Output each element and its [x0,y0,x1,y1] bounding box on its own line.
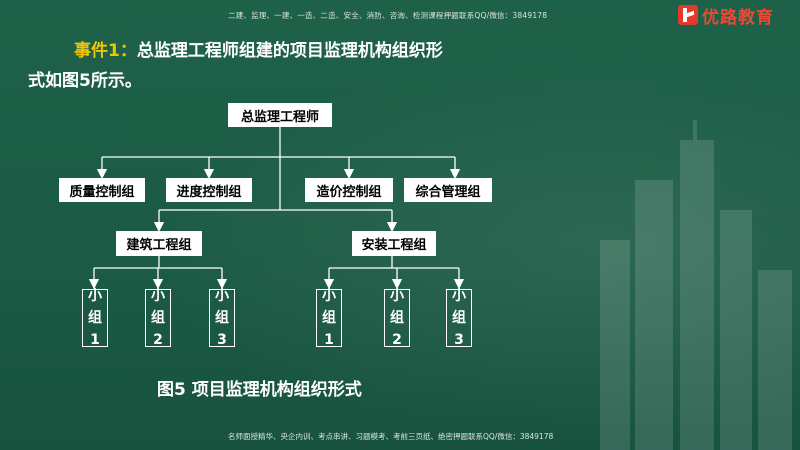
leaf-char-xiao: 小 [151,288,165,304]
bottom-banner: 名师面授精华、央企内训、考点串讲、习题模考、考前三页纸、绝密押题联系QQ/微信：… [228,432,554,441]
leaf-char-xiao: 小 [452,288,466,304]
event-text: 总监理工程师组建的项目监理机构组织形 [136,41,443,61]
leaf-number: 3 [217,332,227,348]
leaf-building-2: 小组 2 [145,288,171,348]
node-building-engineering: 建筑工程组 [116,231,202,256]
event-label: 事件1： [74,41,137,61]
leaf-char-xiao: 小 [215,288,229,304]
leaf-char-zu: 组 [452,310,466,326]
leaf-char-xiao: 小 [390,288,404,304]
leaf-number: 3 [454,332,464,348]
node-general-management: 综合管理组 [404,178,492,202]
leaf-char-zu: 组 [88,310,102,326]
node-quality-control: 质量控制组 [59,178,145,202]
logo-icon [678,5,698,25]
event-text-cont: 式如图5所示。 [28,71,142,91]
event-heading: 事件1：总监理工程师组建的项目监理机构组织形 式如图5所示。 [28,36,528,96]
leaf-installation-3: 小组 3 [446,288,472,348]
brand-logo: 优路教育 [678,2,800,28]
node-root: 总监理工程师 [228,103,332,127]
leaf-installation-2: 小组 2 [384,288,410,348]
leaf-char-zu: 组 [390,310,404,326]
leaf-char-zu: 组 [322,310,336,326]
leaf-number: 2 [392,332,402,348]
logo-text: 优路教育 [702,7,774,28]
leaf-number: 1 [324,332,334,348]
leaf-building-1: 小组 1 [82,288,108,348]
leaf-number: 2 [153,332,163,348]
top-banner: 二建、监理、一建、一造、二造、安全、消防、咨询、检测课程押题联系QQ/微信：38… [228,11,548,20]
node-cost-control: 造价控制组 [305,178,393,202]
leaf-char-zu: 组 [215,310,229,326]
figure-caption: 图5 项目监理机构组织形式 [157,380,362,400]
leaf-char-xiao: 小 [322,288,336,304]
leaf-number: 1 [90,332,100,348]
skyline-watermark [600,120,792,450]
node-schedule-control: 进度控制组 [166,178,252,202]
leaf-building-3: 小组 3 [209,288,235,348]
leaf-installation-1: 小组 1 [316,288,342,348]
leaf-char-xiao: 小 [88,288,102,304]
leaf-char-zu: 组 [151,310,165,326]
node-installation-engineering: 安装工程组 [352,231,436,256]
